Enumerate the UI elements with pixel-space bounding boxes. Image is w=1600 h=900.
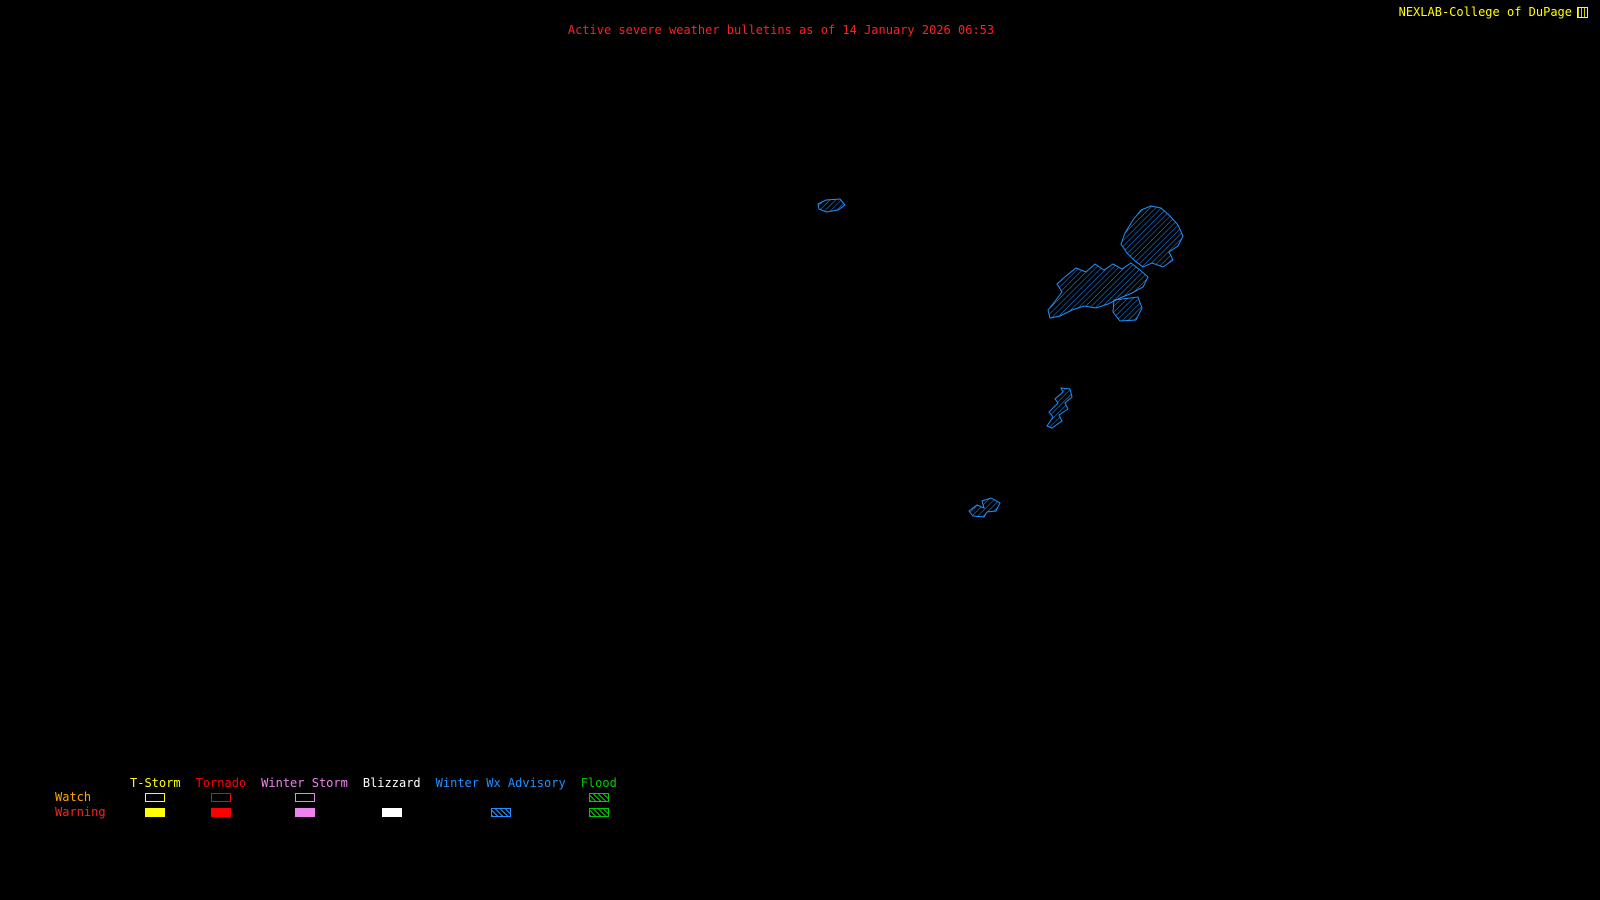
legend-col-flood-label: Flood [580,776,617,790]
winter-wx-advisory-warning-swatch [490,808,511,817]
legend-col-tornado: Tornado [195,776,247,820]
legend: Watch Warning T-Storm Tornado Winter Sto… [55,777,617,820]
winter-wx-advisory-region [1047,262,1149,319]
legend-col-blizzard: Blizzard [363,777,421,820]
blizzard-warning-swatch [381,808,402,817]
legend-row-watch-label: Watch [55,790,92,804]
legend-row-labels: Watch Warning [55,777,115,820]
brand-text: NEXLAB-College of DuPage [1398,5,1572,19]
cod-logo-icon [1577,6,1588,18]
page-title: Active severe weather bulletins as of 14… [567,23,995,37]
legend-row-warning-label: Warning [55,805,106,819]
brand: NEXLAB-College of DuPage [1399,5,1588,19]
tstorm-warning-swatch [145,808,166,817]
legend-col-winter-storm: Winter Storm [261,777,348,820]
legend-col-blizzard-label: Blizzard [362,776,421,790]
tstorm-watch-swatch [145,793,166,802]
legend-col-flood: Flood [581,777,617,820]
legend-col-tstorm-label: T-Storm [130,776,181,790]
winter-wx-advisory-region [968,497,1001,518]
legend-col-tornado-label: Tornado [195,776,247,790]
legend-col-tstorm: T-Storm [130,777,181,820]
legend-col-winter-storm-label: Winter Storm [261,776,348,790]
winter-wx-advisory-region [1120,205,1184,268]
flood-watch-swatch [588,793,609,802]
tornado-watch-swatch [210,793,231,802]
winter-storm-watch-swatch [294,793,315,802]
flood-warning-swatch [588,808,609,817]
winter-wx-advisory-region [1112,296,1143,322]
winter-wx-advisory-region [817,198,846,213]
legend-col-winter-wx-advisory-label: Winter Wx Advisory [435,776,566,790]
winter-storm-warning-swatch [294,808,315,817]
winter-wx-advisory-region [1046,387,1073,429]
tornado-warning-swatch [210,808,231,817]
legend-col-winter-wx-advisory: Winter Wx Advisory [436,777,566,820]
